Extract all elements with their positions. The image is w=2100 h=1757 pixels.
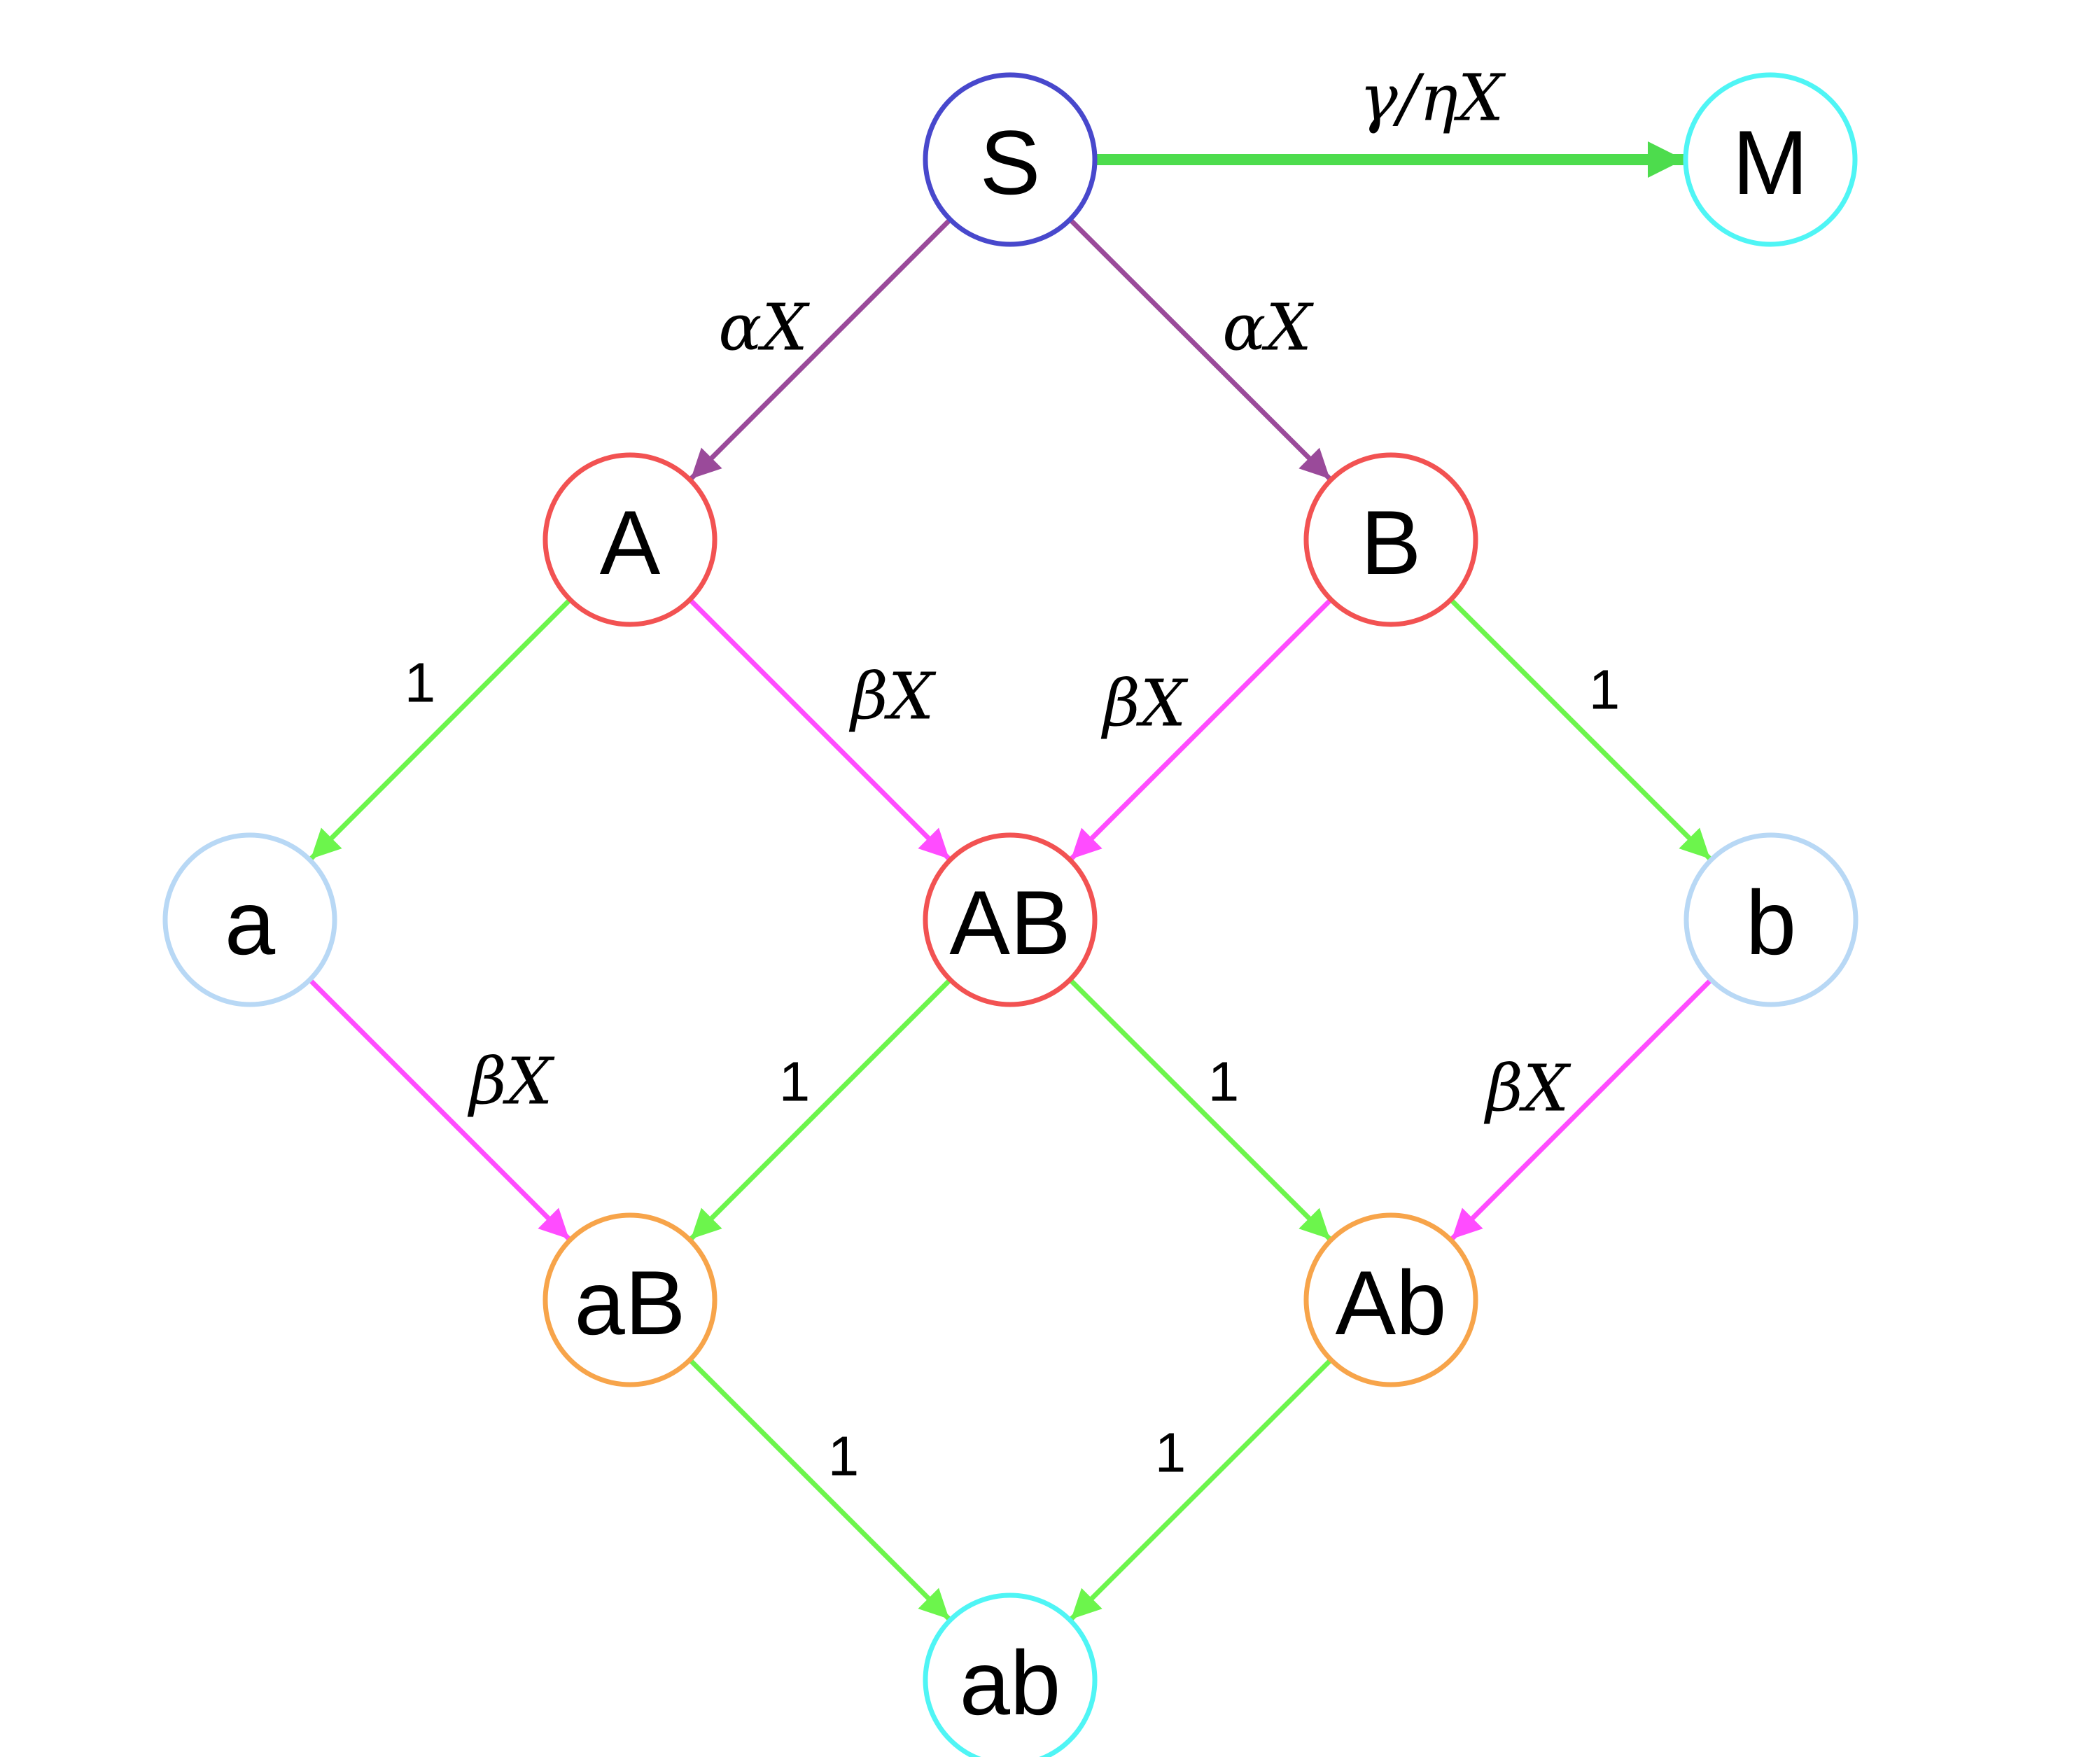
node-label-aB: aB bbox=[574, 1252, 685, 1354]
edge-label-AB-to-aB: 1 bbox=[779, 1051, 811, 1113]
edge-label-S-to-M: γ/ηX bbox=[1359, 61, 1506, 136]
edge-S-to-A bbox=[689, 218, 952, 481]
edge-label-A-to-AB: βX bbox=[849, 659, 937, 734]
edge-a-to-aB bbox=[308, 978, 571, 1241]
node-circle-Ab bbox=[1303, 1212, 1478, 1387]
node-circle-S bbox=[923, 72, 1098, 247]
node-M: M bbox=[1683, 72, 1858, 247]
node-label-B: B bbox=[1361, 491, 1422, 594]
node-circle-b bbox=[1684, 832, 1858, 1007]
edge-aB-to-ab bbox=[688, 1358, 951, 1621]
edge-label-Ab-to-ab: 1 bbox=[1155, 1422, 1186, 1484]
node-label-Ab: Ab bbox=[1335, 1252, 1446, 1354]
edge-label-a-to-aB: βX bbox=[468, 1044, 555, 1119]
edge-B-to-AB bbox=[1069, 598, 1333, 861]
node-label-AB: AB bbox=[949, 872, 1070, 974]
node-circle-aB bbox=[542, 1212, 718, 1387]
edge-label-A-to-a: 1 bbox=[405, 652, 436, 714]
edge-label-S-to-B: αX bbox=[1222, 290, 1314, 365]
node-circle-M bbox=[1683, 72, 1858, 247]
edge-label-AB-to-Ab: 1 bbox=[1208, 1051, 1240, 1113]
edge-S-to-B bbox=[1068, 218, 1332, 481]
node-Ab: Ab bbox=[1303, 1212, 1478, 1387]
edge-A-to-a bbox=[309, 598, 572, 861]
node-ab: ab bbox=[923, 1592, 1098, 1757]
node-b: b bbox=[1684, 832, 1858, 1007]
edges-layer bbox=[308, 141, 1713, 1621]
node-circle-A bbox=[542, 452, 718, 627]
node-S: S bbox=[923, 72, 1098, 247]
node-A: A bbox=[542, 452, 718, 627]
node-B: B bbox=[1303, 452, 1478, 627]
edge-label-aB-to-ab: 1 bbox=[828, 1425, 860, 1488]
edge-Ab-to-ab bbox=[1069, 1358, 1333, 1621]
edge-A-to-AB bbox=[688, 598, 951, 861]
edge-b-to-Ab bbox=[1450, 978, 1713, 1241]
node-circle-AB bbox=[923, 832, 1098, 1007]
edge-label-B-to-b: 1 bbox=[1589, 659, 1620, 721]
edge-label-B-to-AB: βX bbox=[1101, 666, 1189, 741]
edge-AB-to-Ab bbox=[1068, 978, 1332, 1241]
node-label-A: A bbox=[600, 491, 661, 594]
edge-labels-layer: γ/ηX αX αX 1 βX βX 1 βX 1 1 βX 1 1 bbox=[405, 61, 1620, 1488]
node-label-b: b bbox=[1746, 872, 1796, 974]
edge-B-to-b bbox=[1449, 598, 1712, 861]
edge-AB-to-aB bbox=[689, 978, 952, 1241]
edge-label-b-to-Ab: βX bbox=[1484, 1051, 1572, 1126]
node-label-ab: ab bbox=[960, 1632, 1061, 1734]
node-label-M: M bbox=[1732, 111, 1808, 214]
node-circle-ab bbox=[923, 1592, 1098, 1757]
node-AB: AB bbox=[923, 832, 1098, 1007]
edge-label-S-to-A: αX bbox=[718, 290, 810, 365]
node-a: a bbox=[162, 832, 337, 1007]
node-aB: aB bbox=[542, 1212, 718, 1387]
node-circle-B bbox=[1303, 452, 1478, 627]
node-circle-a bbox=[162, 832, 337, 1007]
node-label-a: a bbox=[225, 872, 276, 974]
node-label-S: S bbox=[980, 111, 1041, 214]
